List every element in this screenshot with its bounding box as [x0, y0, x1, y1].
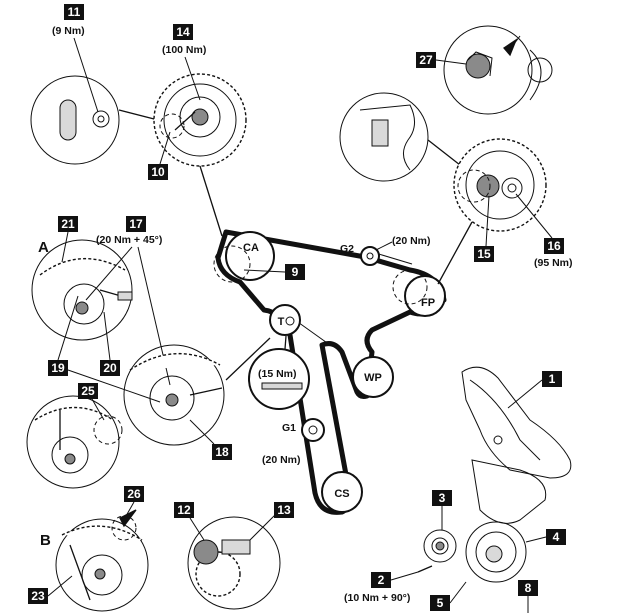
- detail-fuel-pump-lock: [443, 25, 533, 115]
- detail-fuel-pump-key: [339, 92, 429, 182]
- svg-text:8: 8: [525, 581, 532, 595]
- tag-14: 14: [173, 24, 193, 40]
- tag-9: 9: [285, 264, 305, 280]
- idler-g1: [301, 418, 325, 442]
- tag-12: 12: [174, 502, 194, 518]
- camshaft-pulley-label: CA: [243, 242, 259, 254]
- torque-16: (95 Nm): [534, 257, 573, 269]
- detail-tensioner-tool: [26, 395, 120, 489]
- svg-text:19: 19: [51, 361, 65, 375]
- tag-8: 8: [518, 580, 538, 596]
- idler-g2-label: G2: [340, 243, 354, 255]
- water-pump-pulley-label: WP: [364, 372, 382, 384]
- tag-17: 17: [126, 216, 146, 232]
- section-a-label: A: [38, 239, 49, 256]
- tag-5: 5: [430, 595, 450, 611]
- tag-4: 4: [546, 529, 566, 545]
- tensioner-pulley: [269, 304, 301, 336]
- detail-tensioner-closeup: [123, 344, 225, 446]
- tag-15: 15: [474, 246, 494, 262]
- camshaft-pulley: [225, 231, 275, 281]
- crankshaft-hub: [423, 529, 457, 563]
- svg-text:17: 17: [129, 217, 143, 231]
- tag-13: 13: [274, 502, 294, 518]
- tension-torque-label: (15 Nm): [258, 368, 297, 380]
- svg-text:16: 16: [547, 239, 561, 253]
- timing-cover-lower: [471, 459, 547, 524]
- tag-19: 19: [48, 360, 68, 376]
- svg-text:14: 14: [176, 25, 190, 39]
- svg-text:27: 27: [419, 53, 433, 67]
- svg-text:10: 10: [151, 165, 165, 179]
- crankshaft-pulley: [321, 471, 363, 513]
- section-b-label: B: [40, 532, 51, 549]
- svg-text:18: 18: [215, 445, 229, 459]
- tag-18: 18: [212, 444, 232, 460]
- timing-cover-upper: [461, 366, 572, 479]
- svg-text:1: 1: [549, 372, 556, 386]
- tensioner-pulley-label: T: [278, 316, 285, 328]
- svg-text:23: 23: [31, 589, 45, 603]
- torque-17: (20 Nm + 45°): [96, 234, 162, 246]
- torque-14: (100 Nm): [162, 44, 206, 56]
- detail-b-crank-lock: [55, 518, 149, 612]
- tag-20: 20: [100, 360, 120, 376]
- svg-text:4: 4: [553, 530, 560, 544]
- tag-11: 11: [64, 4, 84, 20]
- tag-23: 23: [28, 588, 48, 604]
- tension-torque-callout: [248, 348, 310, 410]
- torque-2: (10 Nm + 90°): [344, 592, 410, 604]
- tag-1: 1: [542, 371, 562, 387]
- fuel-pump-sprocket-detail: [453, 138, 547, 232]
- crankshaft-pulley-label: CS: [334, 488, 349, 500]
- water-pump-pulley: [352, 356, 394, 398]
- svg-text:11: 11: [68, 5, 81, 19]
- svg-text:2: 2: [378, 573, 385, 587]
- tag-16: 16: [544, 238, 564, 254]
- idler-g1-label: G1: [282, 422, 296, 434]
- tag-26: 26: [124, 486, 144, 502]
- idler-g2: [360, 246, 380, 266]
- svg-text:26: 26: [127, 487, 141, 501]
- tag-25: 25: [78, 383, 98, 399]
- torque-11: (9 Nm): [52, 25, 85, 37]
- svg-text:20: 20: [103, 361, 117, 375]
- svg-text:3: 3: [439, 491, 446, 505]
- svg-text:9: 9: [292, 265, 299, 279]
- tag-27: 27: [416, 52, 436, 68]
- svg-text:25: 25: [81, 384, 95, 398]
- fuel-pump-pulley-label: FP: [421, 297, 435, 309]
- tag-3: 3: [432, 490, 452, 506]
- idler-g1-torque: (20 Nm): [262, 454, 301, 466]
- tag-21: 21: [58, 216, 78, 232]
- idler-g2-torque: (20 Nm): [392, 235, 431, 247]
- detail-lock-bolt-circle: [30, 75, 120, 165]
- svg-text:13: 13: [277, 503, 291, 517]
- tag-10: 10: [148, 164, 168, 180]
- svg-text:15: 15: [477, 247, 491, 261]
- tag-2: 2: [371, 572, 391, 588]
- svg-text:5: 5: [437, 596, 444, 610]
- detail-crank-sprocket: [187, 516, 281, 610]
- detail-a-tensioner: [31, 239, 133, 341]
- svg-text:21: 21: [61, 217, 75, 231]
- crankshaft-damper-pulley: [465, 521, 527, 583]
- svg-text:12: 12: [177, 503, 191, 517]
